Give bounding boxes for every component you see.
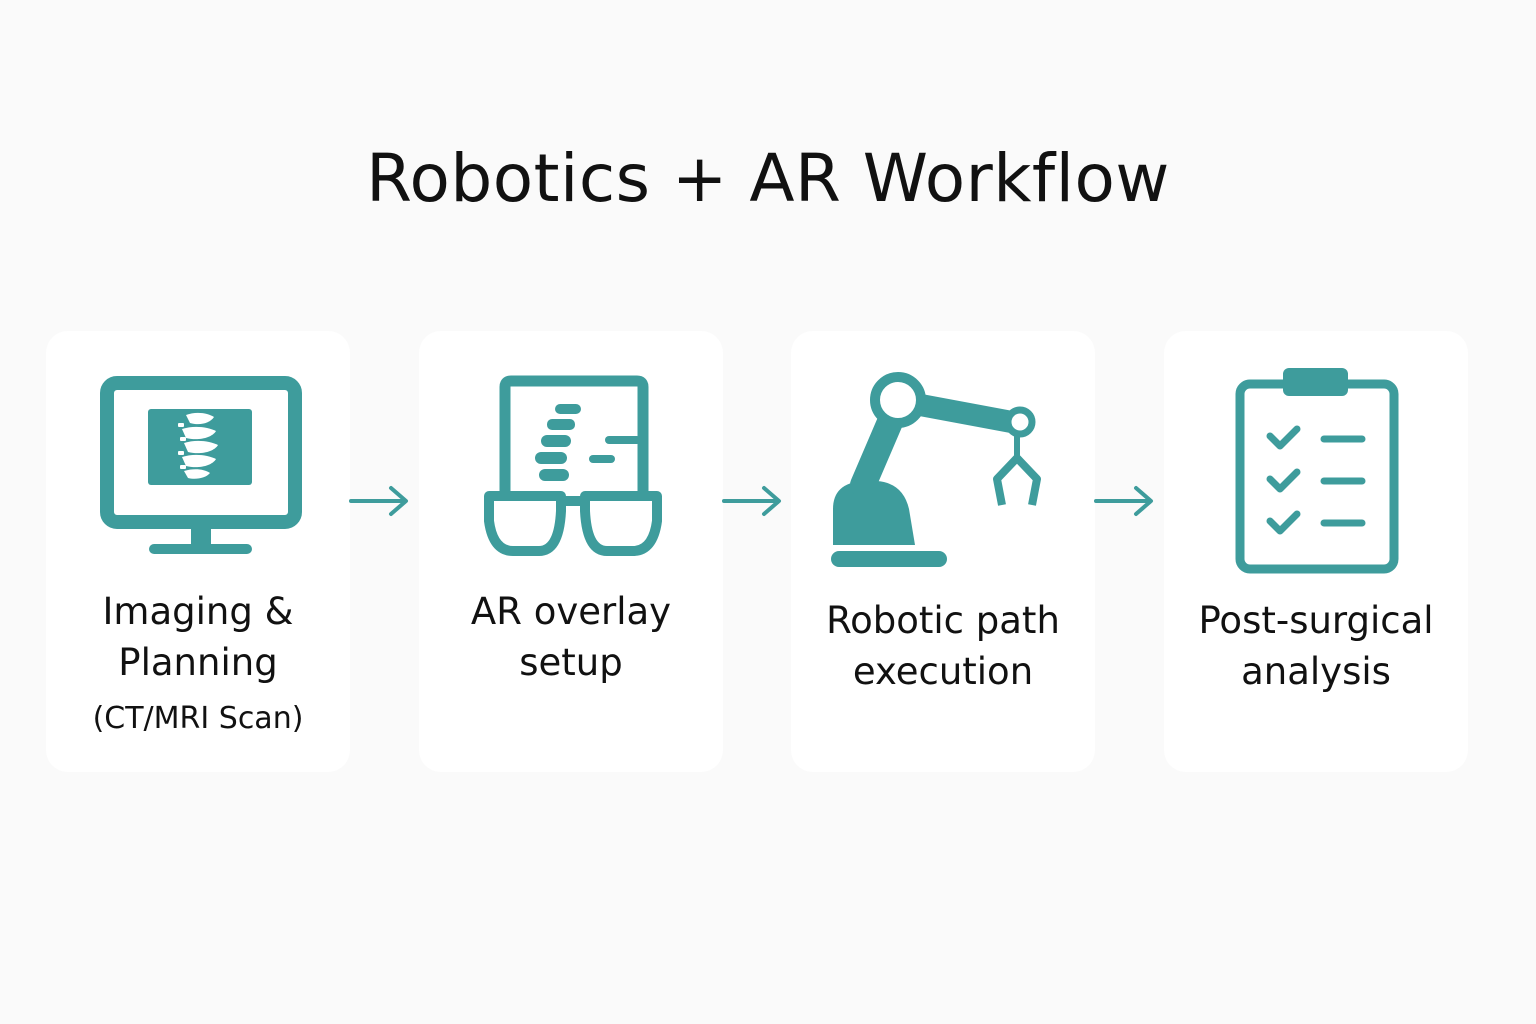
step-label: Post-surgical: [1198, 599, 1434, 642]
step-label: Imaging &: [102, 590, 294, 633]
arrow-right-icon: [722, 486, 781, 516]
monitor-spine-scan-icon: [100, 376, 302, 554]
clipboard-checklist-icon: [1235, 368, 1399, 574]
step-card-robotic-path: Robotic path execution: [791, 331, 1095, 772]
step-label: execution: [852, 650, 1034, 693]
arrow-right-icon: [349, 486, 408, 516]
ar-glasses-icon: [484, 375, 662, 556]
step-card-imaging-planning: Imaging & Planning (CT/MRI Scan): [46, 331, 350, 772]
step-sublabel: (CT/MRI Scan): [92, 701, 304, 736]
arrow-right-icon: [1094, 486, 1153, 516]
step-label: Robotic path: [826, 599, 1060, 642]
step-card-ar-overlay: AR overlay setup: [419, 331, 723, 772]
step-card-post-surgical: Post-surgical analysis: [1164, 331, 1468, 772]
step-label: Planning: [118, 641, 278, 684]
step-label: setup: [519, 641, 623, 684]
page-title: Robotics + AR Workflow: [366, 140, 1170, 217]
step-label: AR overlay: [470, 590, 672, 633]
step-label: analysis: [1241, 650, 1391, 693]
robotic-arm-icon: [831, 372, 1041, 567]
